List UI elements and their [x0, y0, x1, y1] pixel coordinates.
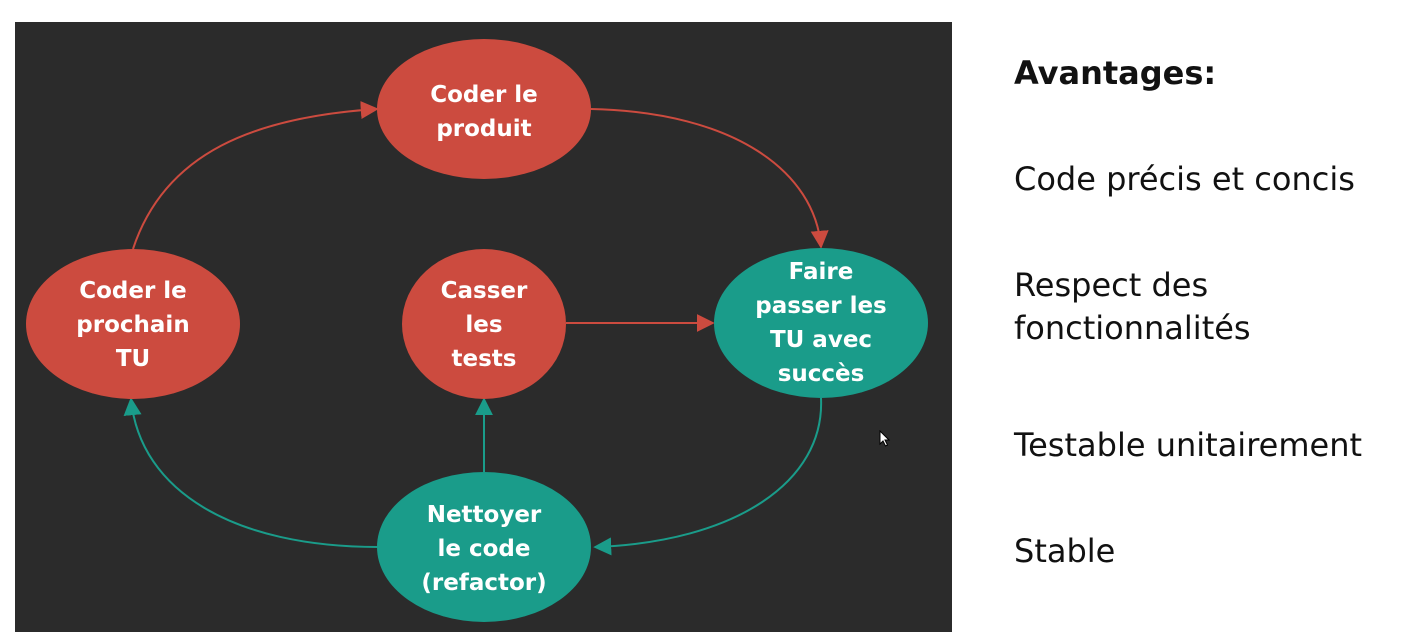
node-nettoyer-le-code: Nettoyer le code (refactor): [377, 472, 591, 622]
advantage-item-3: Testable unitairement: [1014, 426, 1363, 464]
node-coder-prochain-line-3: TU: [116, 346, 150, 372]
diagram-canvas: Coder le produit Faire passer les TU ave…: [26, 39, 928, 622]
node-casser-les-tests: Casser les tests: [402, 249, 566, 399]
node-faire-passer-les-tu: Faire passer les TU avec succès: [714, 248, 928, 398]
node-coder-le-produit-line-1: Coder le: [430, 82, 538, 108]
node-faire-passer-les-tu-shape: [714, 248, 928, 398]
node-coder-le-produit-shape: [377, 39, 591, 179]
node-coder-le-produit: Coder le produit: [377, 39, 591, 179]
node-nettoyer-le-code-shape: [377, 472, 591, 622]
node-coder-prochain-line-1: Coder le: [79, 278, 187, 304]
node-casser-line-3: tests: [452, 346, 517, 372]
node-faire-passer-line-3: TU avec: [770, 327, 872, 353]
advantage-item-2: Respect des fonctionnalités: [1014, 266, 1251, 347]
advantage-item-4: Stable: [1014, 532, 1116, 570]
edge-faire-passer-to-nettoyer: [593, 397, 823, 556]
node-faire-passer-line-2: passer les: [755, 293, 887, 319]
edge-nettoyer-to-coder-prochain: [123, 397, 379, 548]
node-coder-prochain-line-2: prochain: [76, 312, 189, 338]
node-faire-passer-line-1: Faire: [789, 259, 854, 285]
node-casser-line-1: Casser: [441, 278, 528, 304]
node-casser-line-2: les: [465, 312, 502, 338]
advantages-panel: Avantages: Code précis et concis Respect…: [1014, 0, 1414, 639]
node-casser-les-tests-shape: [402, 249, 566, 399]
edge-coder-prochain-to-coder-produit: [132, 101, 379, 250]
node-nettoyer-line-2: le code: [438, 536, 531, 562]
node-coder-le-prochain-tu-shape: [26, 249, 240, 399]
node-nettoyer-line-1: Nettoyer: [427, 502, 542, 528]
node-coder-le-produit-line-2: produit: [436, 116, 531, 142]
node-faire-passer-line-4: succès: [778, 361, 865, 387]
advantage-item-1: Code précis et concis: [1014, 160, 1355, 198]
advantages-title: Avantages:: [1014, 54, 1217, 92]
edge-coder-produit-to-faire-passer: [590, 108, 829, 249]
node-nettoyer-line-3: (refactor): [421, 570, 546, 596]
node-coder-le-prochain-tu: Coder le prochain TU: [26, 249, 240, 399]
mouse-pointer-icon: [879, 430, 891, 447]
tdd-cycle-diagram: Coder le produit Faire passer les TU ave…: [15, 22, 952, 632]
